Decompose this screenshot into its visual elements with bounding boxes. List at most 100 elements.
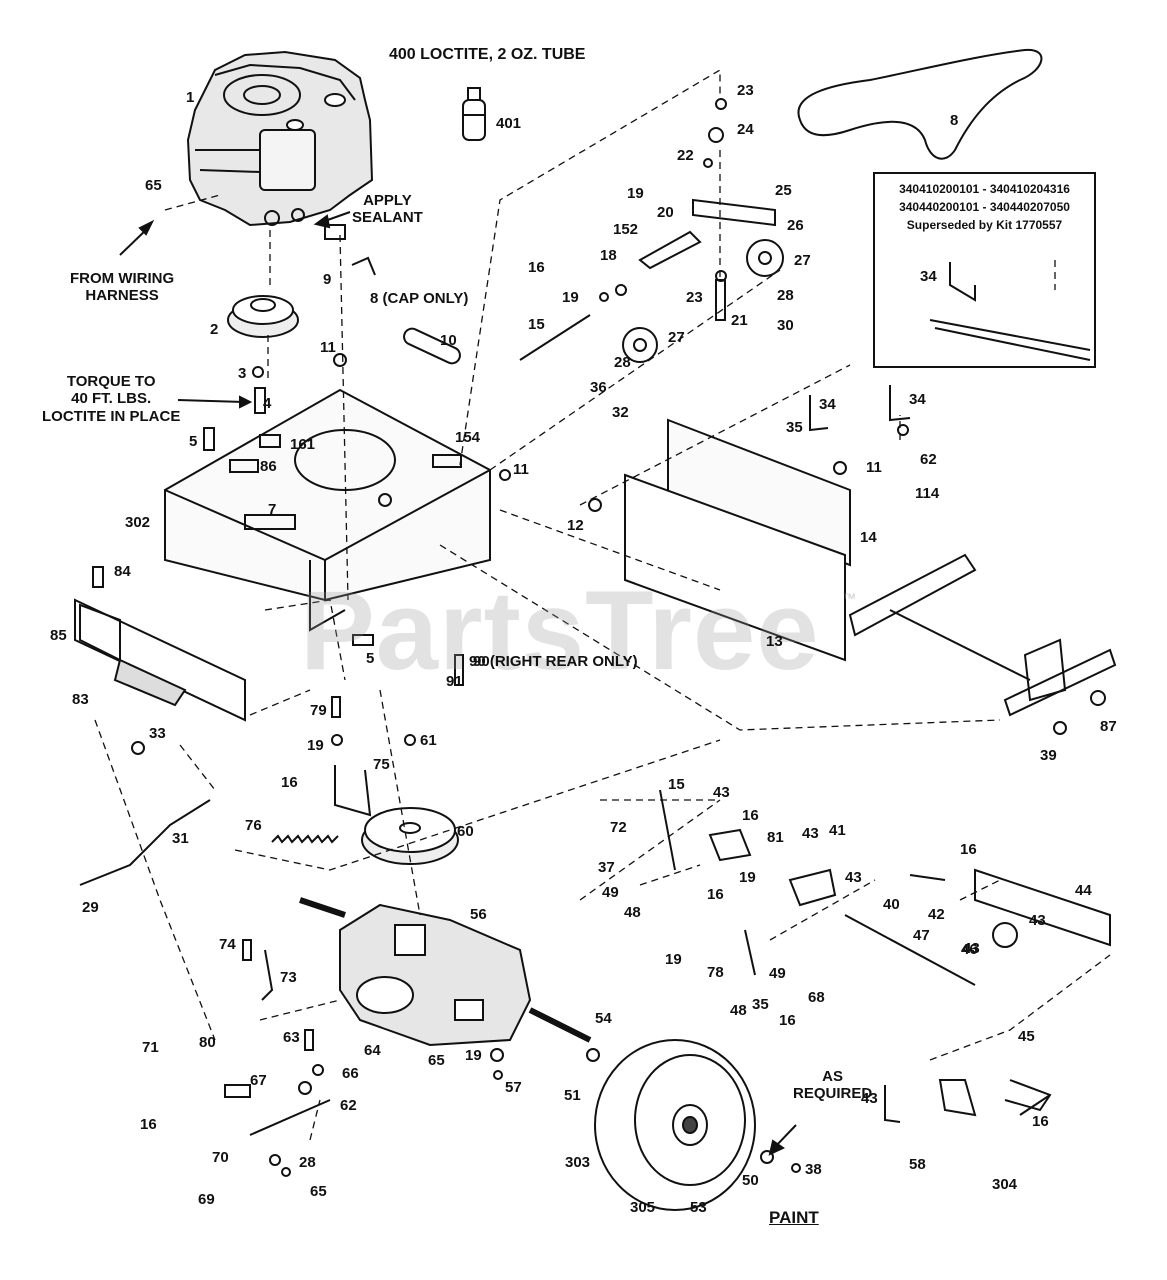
callout-27: 27 bbox=[668, 329, 685, 346]
callout-5: 5 bbox=[366, 650, 375, 667]
callout-5: 5 bbox=[189, 433, 198, 450]
callout-65: 65 bbox=[310, 1183, 327, 1200]
callout-74: 74 bbox=[219, 936, 236, 953]
callout-87: 87 bbox=[1100, 718, 1117, 735]
bracket-85-drawing bbox=[74, 598, 246, 722]
kit-box: 340410200101 - 340410204316 340440200101… bbox=[873, 172, 1096, 368]
panels-drawing bbox=[624, 418, 851, 662]
callout-62: 62 bbox=[920, 451, 937, 468]
callout-90: 90 bbox=[473, 653, 490, 670]
callout-114: 114 bbox=[915, 485, 940, 502]
callout-19: 19 bbox=[739, 869, 756, 886]
transaxle-drawing bbox=[299, 897, 592, 1047]
callout-19: 19 bbox=[465, 1047, 482, 1064]
callout-8: 8 bbox=[950, 112, 959, 129]
callout-49: 49 bbox=[602, 884, 619, 901]
callout-70: 70 bbox=[212, 1149, 229, 1166]
callout-19: 19 bbox=[307, 737, 324, 754]
pulley-2-drawing bbox=[227, 295, 299, 338]
callout-4: 4 bbox=[263, 395, 272, 412]
callout-9: 9 bbox=[323, 271, 332, 288]
callout-28: 28 bbox=[777, 287, 794, 304]
arrows bbox=[119, 211, 797, 1156]
callout-71: 71 bbox=[142, 1039, 159, 1056]
callout-305: 305 bbox=[630, 1199, 656, 1216]
leader-lines bbox=[94, 68, 1111, 1141]
callout-11: 11 bbox=[320, 339, 336, 356]
callout-65: 65 bbox=[428, 1052, 445, 1069]
callout-15: 15 bbox=[668, 776, 685, 793]
callout-76: 76 bbox=[245, 817, 262, 834]
callout-75: 75 bbox=[373, 756, 390, 773]
callout-35: 35 bbox=[752, 996, 769, 1013]
callout-161: 161 bbox=[290, 436, 316, 453]
pin-10-drawing bbox=[403, 327, 461, 365]
callout-14: 14 bbox=[860, 529, 877, 546]
callout-12: 12 bbox=[567, 517, 584, 534]
callout-48: 48 bbox=[624, 904, 641, 921]
watermark: PartsTree bbox=[300, 568, 820, 693]
callout-23: 23 bbox=[686, 289, 703, 306]
callout-43: 43 bbox=[713, 784, 730, 801]
note-cap-only: 8 (CAP ONLY) bbox=[370, 290, 469, 307]
kit-part-number: 34 bbox=[920, 268, 937, 285]
callout-23: 23 bbox=[737, 82, 754, 99]
callout-65: 65 bbox=[145, 177, 162, 194]
callout-20: 20 bbox=[657, 204, 674, 221]
callout-11: 11 bbox=[866, 459, 882, 476]
callout-154: 154 bbox=[455, 429, 481, 446]
belt-drawing bbox=[797, 48, 1043, 160]
callout-304: 304 bbox=[992, 1176, 1018, 1193]
note-right-rear-only: 90 (RIGHT REAR ONLY) bbox=[469, 653, 638, 670]
pulley-60-drawing bbox=[361, 807, 459, 865]
callout-63: 63 bbox=[283, 1029, 300, 1046]
callout-33: 33 bbox=[149, 725, 166, 742]
callout-64: 64 bbox=[364, 1042, 381, 1059]
callout-16: 16 bbox=[140, 1116, 157, 1133]
callout-54: 54 bbox=[595, 1010, 612, 1027]
callout-91: 91 bbox=[446, 673, 463, 690]
watermark-trademark: ™ bbox=[842, 590, 856, 606]
callout-57: 57 bbox=[505, 1079, 522, 1096]
callout-84: 84 bbox=[114, 563, 131, 580]
linkage-drawing bbox=[659, 789, 1111, 1123]
callout-25: 25 bbox=[775, 182, 792, 199]
frame-drawing bbox=[164, 388, 491, 632]
callout-81: 81 bbox=[767, 829, 784, 846]
callout-68: 68 bbox=[808, 989, 825, 1006]
callout-18: 18 bbox=[600, 247, 617, 264]
callout-30: 30 bbox=[777, 317, 794, 334]
callout-72: 72 bbox=[610, 819, 627, 836]
note-paint: PAINT bbox=[769, 1208, 819, 1227]
callout-3: 3 bbox=[238, 365, 247, 382]
callout-41: 41 bbox=[829, 822, 846, 839]
callout-19: 19 bbox=[627, 185, 644, 202]
callout-86: 86 bbox=[260, 458, 277, 475]
callout-51: 51 bbox=[564, 1087, 581, 1104]
callout-49: 49 bbox=[769, 965, 786, 982]
callout-11: 11 bbox=[513, 461, 529, 478]
callout-28: 28 bbox=[299, 1154, 316, 1171]
callout-48: 48 bbox=[730, 1002, 747, 1019]
callout-85: 85 bbox=[50, 627, 67, 644]
callout-34: 34 bbox=[909, 391, 926, 408]
callout-66: 66 bbox=[342, 1065, 359, 1082]
callout-24: 24 bbox=[737, 121, 754, 138]
callout-83: 83 bbox=[72, 691, 89, 708]
callout-16: 16 bbox=[707, 886, 724, 903]
kit-serial-range-1: 340410200101 - 340410204316 bbox=[899, 182, 1070, 196]
callout-60: 60 bbox=[457, 823, 474, 840]
callout-40: 40 bbox=[883, 896, 900, 913]
callout-43: 43 bbox=[963, 940, 980, 957]
callout-16: 16 bbox=[281, 774, 298, 791]
wheel-drawing bbox=[594, 1039, 756, 1211]
callout-22: 22 bbox=[677, 147, 694, 164]
callout-1: 1 bbox=[186, 89, 195, 106]
kit-superseded: Superseded by Kit 1770557 bbox=[906, 218, 1063, 232]
